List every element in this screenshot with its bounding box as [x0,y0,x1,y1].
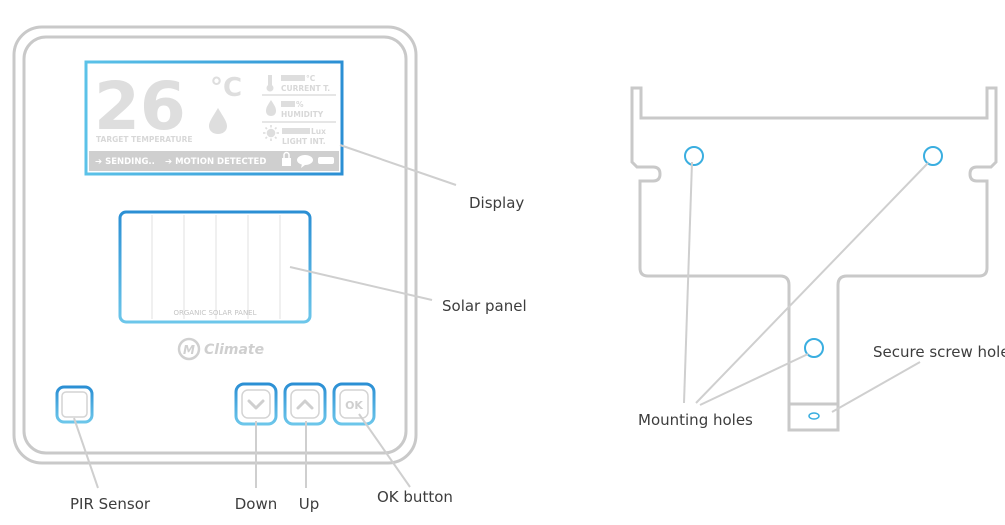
ok-button[interactable]: OK [332,382,376,426]
up-button[interactable] [283,382,327,426]
svg-text:M: M [183,343,195,357]
solar-panel: ORGANIC SOLAR PANEL [118,210,312,324]
solar-panel-text: ORGANIC SOLAR PANEL [173,309,256,317]
reading-humidity-label: HUMIDITY [281,110,324,119]
mclimate-logo: M Climate [177,337,264,361]
pir-sensor [55,385,94,424]
label-secure-screw-hole: Secure screw hole [873,343,1005,361]
sun-icon [263,125,279,141]
label-solar-panel: Solar panel [442,297,527,315]
mounting-hole-right [923,146,943,166]
status-sending: ➔ SENDING.. [95,157,155,167]
reading-light-unit: Lux [311,127,326,136]
drop-icon [209,108,227,134]
mounting-plate-outline [630,86,998,432]
status-motion: ➔ MOTION DETECTED [165,157,266,167]
lcd-temperature: 26 [94,68,186,145]
label-down: Down [235,495,278,513]
reading-light-label: LIGHT INT. [282,137,326,146]
mounting-plate [630,86,998,432]
lcd-target-label: TARGET TEMPERATURE [96,135,193,144]
mounting-hole-bottom [804,338,824,358]
label-pir-sensor: PIR Sensor [70,495,151,513]
label-ok-button: OK button [377,488,453,506]
label-up: Up [299,495,320,513]
lcd-status-bar [89,151,339,171]
reading-temperature-label: CURRENT T. [281,84,330,93]
chevron-down-icon [247,399,265,410]
lcd-temperature-unit: °C [210,73,242,103]
thermometer-icon [266,75,274,92]
device-front: 26 °C TARGET TEMPERATURE °C CURRENT T. %… [12,25,418,465]
humidity-drop-icon [266,100,276,116]
front-leader-lines [73,144,457,489]
back-leader-lines [683,161,929,413]
label-display: Display [469,194,524,212]
secure-screw-hole [808,412,820,420]
chevron-up-icon [296,399,314,410]
mounting-hole-left [684,146,704,166]
label-mounting-holes: Mounting holes [638,411,753,429]
lock-icon [282,151,291,166]
lcd-display: 26 °C TARGET TEMPERATURE °C CURRENT T. %… [84,60,344,176]
chat-icon [297,155,313,168]
battery-icon [318,157,334,164]
ok-button-text: OK [345,399,363,412]
reading-humidity-unit: % [296,100,304,109]
reading-temperature-unit: °C [306,74,316,83]
down-button[interactable] [234,382,278,426]
brand-name: Climate [204,342,264,358]
